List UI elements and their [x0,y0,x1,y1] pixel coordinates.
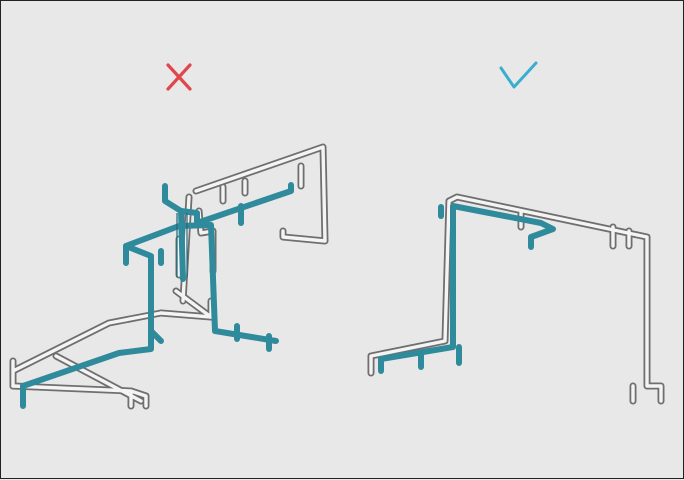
complex-pipe-diagram [9,143,329,410]
grey-pipe-loop [367,193,665,405]
cross-icon [166,63,192,91]
highlighted-pipe-loop [378,203,556,374]
simple-pipe-diagram [367,193,665,405]
checkmark-icon [499,61,538,89]
grey-pipe-network [9,143,329,410]
highlighted-pipe-route [20,182,294,409]
